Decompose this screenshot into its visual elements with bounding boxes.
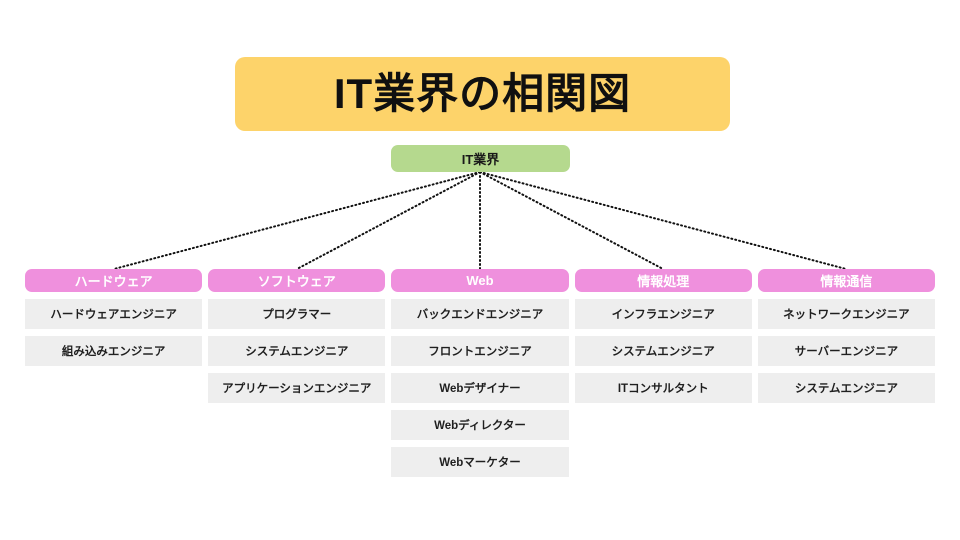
job-label: プログラマー xyxy=(262,309,332,321)
category-label: Web xyxy=(466,273,494,288)
job-label: ネットワークエンジニア xyxy=(783,309,910,321)
job-label: システムエンジニア xyxy=(794,383,898,395)
category-header-joho-shori[interactable]: 情報処理 xyxy=(574,269,752,292)
job-label: Webデザイナー xyxy=(439,383,521,395)
job-item[interactable]: フロントエンジニア xyxy=(391,336,569,366)
category-header-hardware[interactable]: ハードウェア xyxy=(25,269,203,292)
category-label: ハードウェア xyxy=(74,274,153,289)
job-label: ITコンサルタント xyxy=(617,383,709,395)
job-label: フロントエンジニア xyxy=(428,346,532,358)
root-node-it-industry[interactable]: IT業界 xyxy=(391,145,570,172)
category-column-joho-tsushin: 情報通信 ネットワークエンジニア サーバーエンジニア システムエンジニア xyxy=(757,269,936,477)
category-column-web: Web バックエンドエンジニア フロントエンジニア Webデザイナー Webディ… xyxy=(391,269,569,477)
job-item[interactable]: システムエンジニア xyxy=(574,336,752,366)
connector-line-hardware xyxy=(113,171,481,270)
job-item[interactable]: ハードウェアエンジニア xyxy=(25,299,203,329)
job-item[interactable]: バックエンドエンジニア xyxy=(391,299,569,329)
job-label: インフラエンジニア xyxy=(611,309,715,321)
job-item[interactable]: 組み込みエンジニア xyxy=(25,336,203,366)
job-label: サーバーエンジニア xyxy=(794,346,899,358)
category-label: 情報処理 xyxy=(637,274,690,289)
job-item[interactable]: Webディレクター xyxy=(391,410,569,440)
category-header-joho-tsushin[interactable]: 情報通信 xyxy=(757,269,936,292)
job-item[interactable]: インフラエンジニア xyxy=(574,299,752,329)
diagram-title-banner: IT業界の相関図 xyxy=(235,57,730,131)
category-column-joho-shori: 情報処理 インフラエンジニア システムエンジニア ITコンサルタント xyxy=(574,269,752,477)
job-item[interactable]: サーバーエンジニア xyxy=(757,336,936,366)
job-label: Webマーケター xyxy=(439,457,521,469)
category-label: 情報通信 xyxy=(820,274,873,289)
category-header-web[interactable]: Web xyxy=(391,269,569,292)
job-label: Webディレクター xyxy=(434,420,526,432)
job-label: ハードウェアエンジニア xyxy=(50,309,177,321)
page-title: IT業界の相関図 xyxy=(333,70,632,117)
connector-line-software xyxy=(296,171,481,270)
category-columns: ハードウェア ハードウェアエンジニア 組み込みエンジニア ソフトウェア プログラ… xyxy=(25,269,936,477)
job-label: システムエンジニア xyxy=(245,346,349,358)
root-node-label: IT業界 xyxy=(461,152,500,167)
job-label: アプリケーションエンジニア xyxy=(222,383,372,395)
job-item[interactable]: ITコンサルタント xyxy=(574,373,752,403)
job-item[interactable]: システムエンジニア xyxy=(757,373,936,403)
job-item[interactable]: プログラマー xyxy=(208,299,386,329)
category-label: ソフトウェア xyxy=(257,274,336,289)
job-label: システムエンジニア xyxy=(611,346,715,358)
category-column-software: ソフトウェア プログラマー システムエンジニア アプリケーションエンジニア xyxy=(208,269,386,477)
job-item[interactable]: アプリケーションエンジニア xyxy=(208,373,386,403)
connector-line-joho-tsushin xyxy=(479,171,847,270)
job-item[interactable]: Webデザイナー xyxy=(391,373,569,403)
job-item[interactable]: システムエンジニア xyxy=(208,336,386,366)
connector-line-joho-shori xyxy=(479,171,664,270)
category-header-software[interactable]: ソフトウェア xyxy=(208,269,386,292)
job-label: 組み込みエンジニア xyxy=(61,346,166,358)
job-item[interactable]: Webマーケター xyxy=(391,447,569,477)
category-column-hardware: ハードウェア ハードウェアエンジニア 組み込みエンジニア xyxy=(25,269,203,477)
job-label: バックエンドエンジニア xyxy=(416,309,544,321)
job-item[interactable]: ネットワークエンジニア xyxy=(757,299,936,329)
